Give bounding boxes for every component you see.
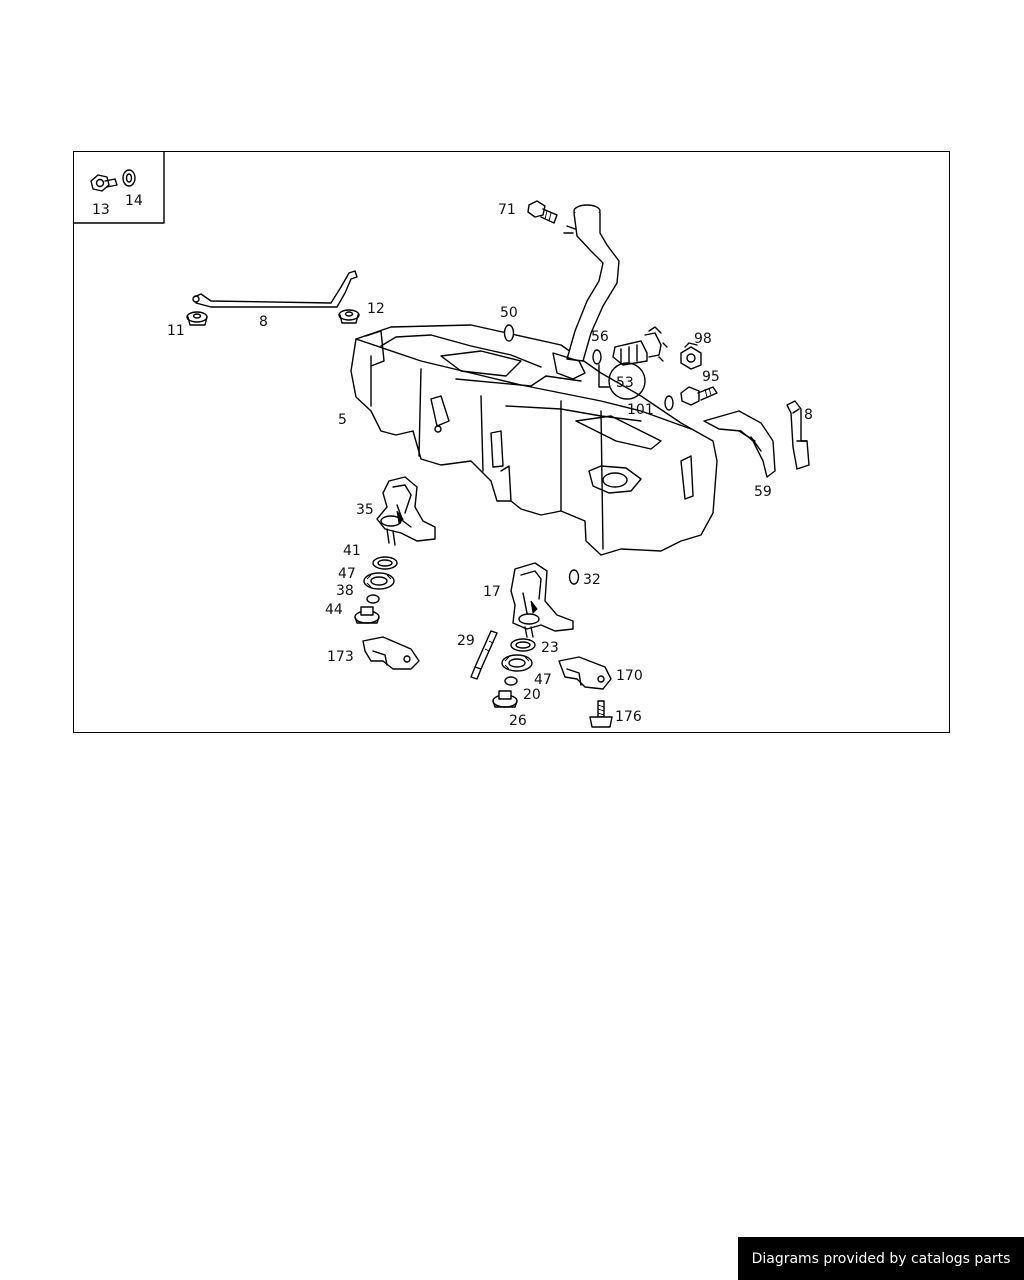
- bolt-176-icon: [589, 700, 613, 728]
- strap-8-right-icon: [786, 400, 810, 470]
- label-59: 59: [754, 484, 772, 500]
- label-98: 98: [694, 331, 712, 347]
- strap-8-left-icon: [192, 270, 358, 308]
- filler-neck-icon: [552, 204, 620, 380]
- label-176: 176: [615, 709, 642, 725]
- label-5: 5: [338, 412, 347, 428]
- inset-box: [74, 152, 165, 224]
- label-8-right: 8: [804, 407, 813, 423]
- label-14: 14: [125, 193, 143, 209]
- footer-credit-banner: Diagrams provided by catalogs parts: [738, 1237, 1024, 1280]
- label-56: 56: [591, 329, 609, 345]
- label-8-left: 8: [259, 314, 268, 330]
- label-47-left: 47: [338, 566, 356, 582]
- label-32: 32: [583, 572, 601, 588]
- heat-shield-59-icon: [703, 410, 776, 478]
- cover-170-icon: [558, 656, 612, 690]
- fitting-98-icon: [680, 342, 702, 370]
- footer-credit-text: Diagrams provided by catalogs parts: [751, 1250, 1011, 1267]
- label-38: 38: [336, 583, 354, 599]
- label-35: 35: [356, 502, 374, 518]
- cover-173-icon: [362, 636, 420, 670]
- label-26: 26: [509, 713, 527, 729]
- seal-ring-23-icon: [510, 638, 536, 652]
- label-50: 50: [500, 305, 518, 321]
- label-13: 13: [92, 202, 110, 218]
- label-23: 23: [541, 640, 559, 656]
- rod-29-icon: [470, 630, 498, 680]
- bolt-71-icon: [527, 200, 558, 224]
- label-20: 20: [523, 687, 541, 703]
- label-17: 17: [483, 584, 501, 600]
- lock-ring-47-right-icon: [501, 654, 533, 672]
- label-47-right: 47: [534, 672, 552, 688]
- o-ring-50-icon: [503, 324, 515, 342]
- fuel-pump-17-icon: [510, 562, 574, 638]
- label-170: 170: [616, 668, 643, 684]
- o-ring-56-icon: [592, 349, 602, 365]
- label-71: 71: [498, 202, 516, 218]
- cap-44-icon: [354, 606, 380, 624]
- label-173: 173: [327, 649, 354, 665]
- fuel-tank-icon: [350, 324, 718, 556]
- label-95: 95: [702, 369, 720, 385]
- o-ring-101-icon: [664, 395, 674, 411]
- label-53: 53: [616, 375, 634, 391]
- washer-14-icon: [122, 169, 136, 187]
- nut-11-icon: [186, 311, 208, 326]
- o-ring-38-icon: [366, 594, 380, 604]
- valve-53-icon: [598, 326, 668, 400]
- parts-diagram-frame: 13 14 71 11 8 12 50 56 98 53 95 101 5 8 …: [73, 151, 950, 733]
- fitting-95-icon: [680, 386, 718, 406]
- label-101: 101: [627, 402, 654, 418]
- label-11: 11: [167, 323, 185, 339]
- o-ring-20-icon: [504, 676, 518, 686]
- part-labels: 13 14 71 11 8 12 50 56 98 53 95 101 5 8 …: [92, 193, 813, 729]
- label-12: 12: [367, 301, 385, 317]
- cap-26-icon: [492, 690, 518, 708]
- lock-ring-47-left-icon: [363, 572, 395, 590]
- fuel-tank-parts-diagram: 13 14 71 11 8 12 50 56 98 53 95 101 5 8 …: [74, 152, 813, 729]
- bolt-13-icon: [90, 174, 118, 192]
- label-29: 29: [457, 633, 475, 649]
- label-41: 41: [343, 543, 361, 559]
- seal-ring-41-icon: [372, 556, 398, 570]
- o-ring-32-icon: [568, 569, 580, 585]
- fuel-sender-35-icon: [376, 476, 436, 546]
- nut-12-icon: [338, 309, 360, 324]
- label-44: 44: [325, 602, 343, 618]
